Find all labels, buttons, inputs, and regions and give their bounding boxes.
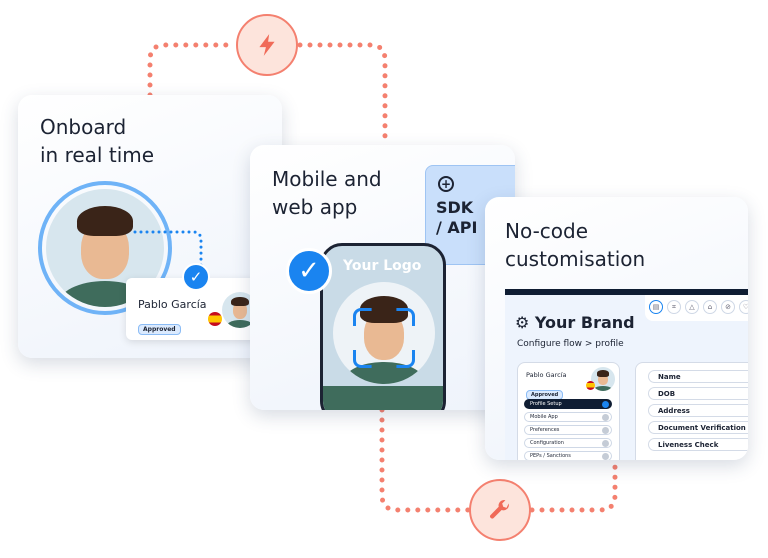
nocode-title-2: customisation bbox=[505, 247, 646, 271]
breadcrumb: Configure flow > profile bbox=[517, 339, 624, 349]
phone-mockup: Your Logo bbox=[320, 243, 446, 410]
check-icon: ✓ bbox=[286, 248, 332, 294]
spain-flag-icon bbox=[208, 312, 222, 326]
scan-tool-icon[interactable]: ⌗ bbox=[667, 300, 681, 314]
step-preferences[interactable]: Preferences bbox=[524, 425, 612, 435]
check-icon: ✓ bbox=[182, 263, 210, 291]
step-mobile-app[interactable]: Mobile App bbox=[524, 412, 612, 422]
onboard-card: Onboard in real time Pablo García Approv… bbox=[18, 95, 282, 358]
lightning-icon bbox=[236, 14, 298, 76]
field-name[interactable]: Name bbox=[648, 370, 748, 383]
profile-avatar bbox=[591, 367, 615, 391]
profile-steps-panel: Pablo García Approved Profile Setup Mobi… bbox=[517, 362, 620, 460]
field-liveness-check[interactable]: Liveness Check bbox=[648, 438, 748, 451]
link-tool-icon[interactable]: ⊘ bbox=[721, 300, 735, 314]
user-name: Pablo García bbox=[138, 298, 207, 311]
mobile-card: Mobile and web app + SDK / API Your Logo… bbox=[250, 145, 515, 410]
wrench-icon bbox=[469, 479, 531, 541]
toolbar: ▤ ⌗ △ ⌂ ⊘ ♡ bbox=[645, 295, 748, 321]
plus-icon: + bbox=[438, 176, 454, 192]
fields-panel: Name DOB Address Document Verification L… bbox=[635, 362, 748, 460]
onboard-title-2: in real time bbox=[40, 143, 155, 167]
bank-tool-icon[interactable]: ⌂ bbox=[703, 300, 717, 314]
profile-name: Pablo García bbox=[526, 371, 567, 379]
spain-flag-icon bbox=[586, 381, 595, 390]
brand-name: Your Brand bbox=[534, 313, 635, 332]
field-address[interactable]: Address bbox=[648, 404, 748, 417]
logo-text: Your Logo bbox=[343, 258, 422, 274]
nocode-card: No-code customisation ▤ ⌗ △ ⌂ ⊘ ♡ ⚙ Your… bbox=[485, 197, 748, 460]
mobile-title-1: Mobile and bbox=[272, 167, 382, 191]
onboard-title-1: Onboard bbox=[40, 115, 127, 139]
sdk-label: SDK bbox=[436, 198, 474, 217]
mobile-title-2: web app bbox=[272, 195, 358, 219]
brand-logo: ⚙ Your Brand bbox=[515, 313, 635, 332]
document-tool-icon[interactable]: ▤ bbox=[649, 300, 663, 314]
brand-icon: ⚙ bbox=[515, 313, 530, 332]
field-dob[interactable]: DOB bbox=[648, 387, 748, 400]
step-profile-setup[interactable]: Profile Setup bbox=[524, 399, 612, 409]
status-badge: Approved bbox=[138, 324, 181, 335]
step-peps-sanctions[interactable]: PEPs / Sanctions bbox=[524, 451, 612, 460]
nocode-title-1: No-code bbox=[505, 219, 589, 243]
shield-tool-icon[interactable]: ♡ bbox=[739, 300, 748, 314]
step-configuration[interactable]: Configuration bbox=[524, 438, 612, 448]
api-label: / API bbox=[436, 218, 478, 237]
brand-panel: ▤ ⌗ △ ⌂ ⊘ ♡ ⚙ Your Brand Configure flow … bbox=[505, 289, 748, 460]
warning-tool-icon[interactable]: △ bbox=[685, 300, 699, 314]
field-document-verification[interactable]: Document Verification bbox=[648, 421, 748, 434]
